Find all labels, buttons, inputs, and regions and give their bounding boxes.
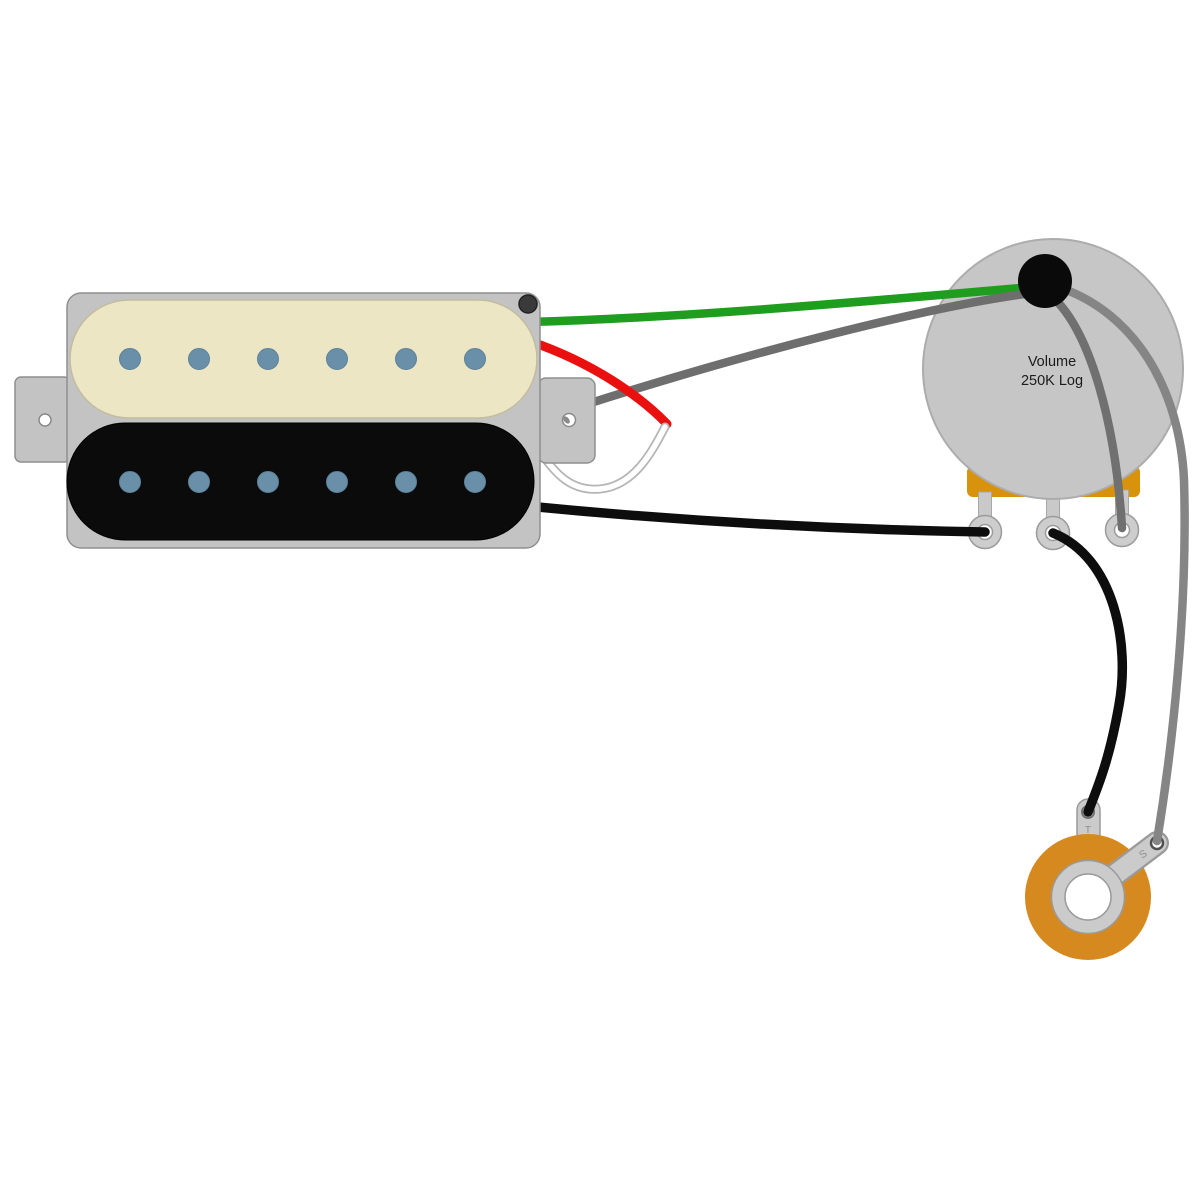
pole-pieces: [119, 348, 486, 493]
pickup-black-coil: [66, 422, 535, 541]
wire-black-pickup-to-lug1: [522, 501, 990, 537]
pole-piece: [257, 348, 279, 370]
jack-tip-label: T: [1085, 824, 1092, 836]
pole-piece: [464, 348, 486, 370]
pole-piece: [119, 348, 141, 370]
wires: [522, 282, 1189, 846]
wire-gray-casing-to-lug3: [1043, 288, 1127, 533]
jack-center-hole: [1064, 873, 1112, 921]
wire-black-lug2-to-jack-tip: [1048, 528, 1128, 817]
pole-piece: [326, 348, 348, 370]
wire-gray-casing-to-jack-sleeve: [1053, 282, 1189, 846]
pickup-corner-screw: [518, 294, 538, 314]
wire-gray-pickup-to-pot-casing: [573, 288, 1037, 412]
pole-piece: [326, 471, 348, 493]
pot-label-line2: 250K Log: [1021, 373, 1083, 389]
output-jack: T S: [1025, 798, 1169, 960]
pole-piece: [257, 471, 279, 493]
pickup-right-ear-screw-shadow: [563, 416, 570, 424]
wire-green-pickup-to-pot-casing: [523, 282, 1037, 327]
pole-piece: [395, 471, 417, 493]
pole-piece: [188, 348, 210, 370]
wire-white-pickup: [530, 424, 668, 492]
pole-piece: [188, 471, 210, 493]
pot-shaft-solder-point: [1018, 254, 1072, 308]
pole-piece: [395, 348, 417, 370]
pickup-cream-coil: [69, 299, 538, 419]
pot-leg-1: [978, 491, 992, 519]
pole-piece: [119, 471, 141, 493]
humbucker-pickup: [14, 292, 596, 549]
wire-red-pickup: [527, 337, 672, 429]
pole-piece: [464, 471, 486, 493]
pickup-left-ear-screw-hole: [38, 413, 52, 427]
pot-label-line1: Volume: [1028, 354, 1076, 370]
